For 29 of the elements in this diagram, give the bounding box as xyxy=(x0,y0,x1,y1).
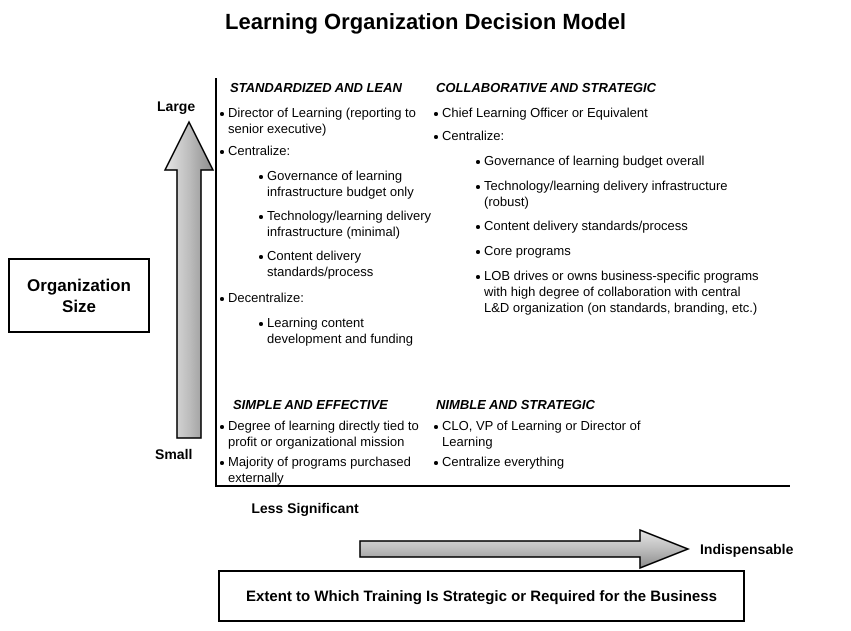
quadrant-heading: NIMBLE AND STRATEGIC xyxy=(436,397,596,413)
quadrant-heading: SIMPLE AND EFFECTIVE xyxy=(233,397,389,413)
bullet-item: CLO, VP of Learning or Director of Learning xyxy=(433,418,643,450)
bullet-item: Learning content development and funding xyxy=(258,315,428,347)
axis-label: Indispensable xyxy=(700,541,794,557)
axis-label: Small xyxy=(155,446,194,462)
bullet-item: Content delivery standards/process xyxy=(258,248,428,280)
axis-title-box: Extent to Which Training Is Strategic or Required for the Business xyxy=(218,570,745,622)
bullet-item: Centralize: xyxy=(219,143,419,159)
axis-title-box: Organization Size xyxy=(8,258,150,333)
quadrant-heading: STANDARDIZED AND LEAN xyxy=(230,80,403,96)
bullet-item: Governance of learning budget overall xyxy=(475,153,765,169)
title: Learning Organization Decision Model xyxy=(224,8,627,36)
bullet-item: Technology/learning delivery infrastructure (robust) xyxy=(475,178,775,210)
bullet-item: Decentralize: xyxy=(219,290,419,306)
bullet-item: Degree of learning directly tied to profit or organizational mission xyxy=(219,418,432,450)
bullet-item: Governance of learning infrastructure budget only xyxy=(258,168,428,200)
bullet-item: Core programs xyxy=(475,243,765,259)
bullet-item: Majority of programs purchased externally xyxy=(219,454,434,486)
axis-label: Large xyxy=(157,98,196,114)
axis-label: Less Significant xyxy=(250,500,360,516)
bullet-item: Director of Learning (reporting to senior executive) xyxy=(219,105,432,137)
bullet-item: LOB drives or owns business-specific programs with high degree of collaboration with central L&D organization (on standards, branding, etc.) xyxy=(475,268,765,316)
bullet-item: Technology/learning delivery infrastructure (minimal) xyxy=(258,208,438,240)
quadrant-heading: COLLABORATIVE AND STRATEGIC xyxy=(436,80,658,96)
bullet-item: Centralize everything xyxy=(433,454,643,470)
bullet-item: Content delivery standards/process xyxy=(475,218,765,234)
bullet-item: Chief Learning Officer or Equivalent xyxy=(433,105,733,121)
bullet-item: Centralize: xyxy=(433,128,633,144)
